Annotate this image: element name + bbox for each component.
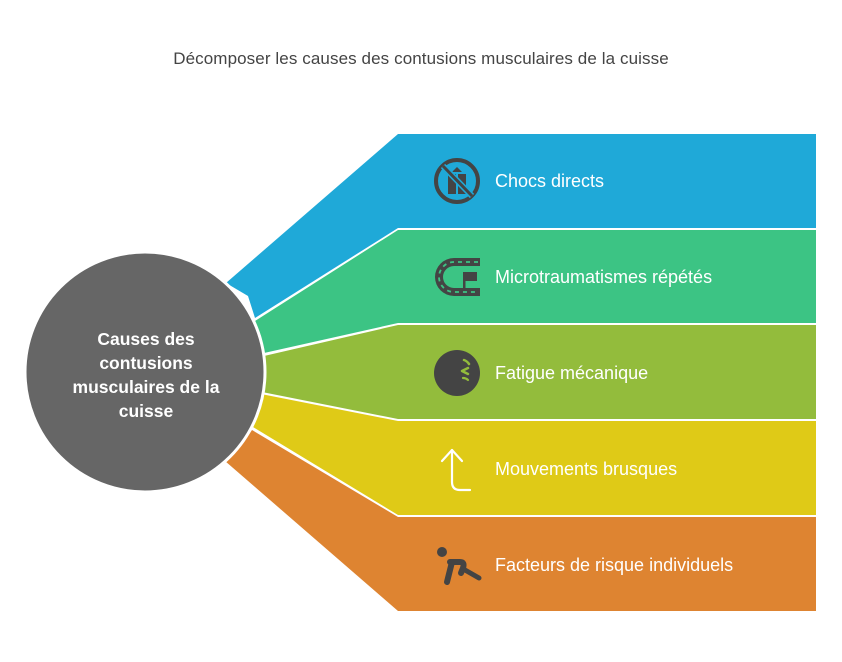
- branch-band-fatigue: [262, 325, 816, 419]
- branch-label: Microtraumatismes répétés: [495, 266, 713, 287]
- branch-fatigue-mecanique[interactable]: Fatigue mécanique: [432, 348, 648, 398]
- branch-band-facteurs: [225, 430, 816, 611]
- tired-ball-icon: [432, 348, 482, 398]
- branch-label: Mouvements brusques: [495, 458, 678, 479]
- branch-band-microtraumatismes: [255, 230, 816, 353]
- branch-label: Chocs directs: [495, 170, 605, 191]
- branch-band-chocs-directs: [226, 134, 816, 318]
- branch-facteurs-risque[interactable]: Facteurs de risque individuels: [432, 540, 733, 590]
- branch-microtraumatismes[interactable]: Microtraumatismes répétés: [432, 252, 712, 302]
- branch-mouvements-brusques[interactable]: Mouvements brusques: [432, 444, 677, 494]
- diagram-title: Décomposer les causes des contusions mus…: [173, 49, 669, 68]
- no-box-icon: [432, 156, 482, 206]
- center-node: [23, 250, 267, 494]
- center-node-label: Causes des contusions musculaires de la …: [72, 329, 220, 421]
- branch-label: Facteurs de risque individuels: [495, 554, 734, 575]
- arrow-up-turn-icon: [432, 444, 482, 494]
- branch-chocs-directs[interactable]: Chocs directs: [432, 156, 604, 206]
- branch-label: Fatigue mécanique: [495, 362, 649, 383]
- crawling-person-icon: [432, 540, 482, 590]
- branch-band-mouvements: [253, 394, 816, 515]
- race-track-icon: [432, 252, 482, 302]
